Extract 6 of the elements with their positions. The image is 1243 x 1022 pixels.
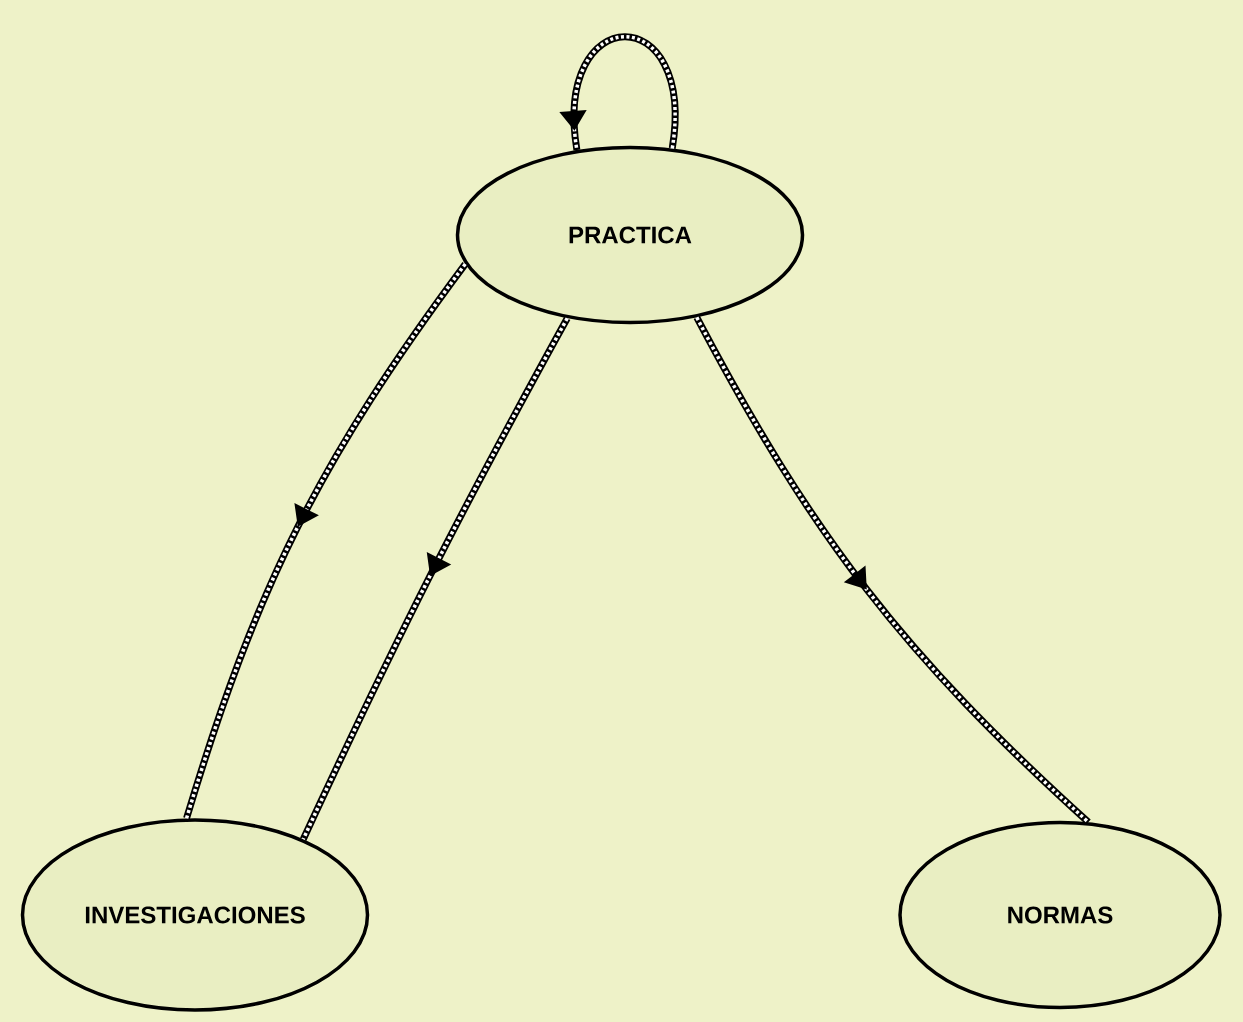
- ellipse-node: INVESTIGACIONES: [20, 818, 370, 1012]
- ellipse-node: NORMAS: [898, 820, 1222, 1010]
- arrow: [183, 262, 469, 820]
- arrow: [693, 315, 1091, 825]
- arrow: [300, 316, 571, 841]
- ellipse-node: PRACTICA: [455, 145, 805, 325]
